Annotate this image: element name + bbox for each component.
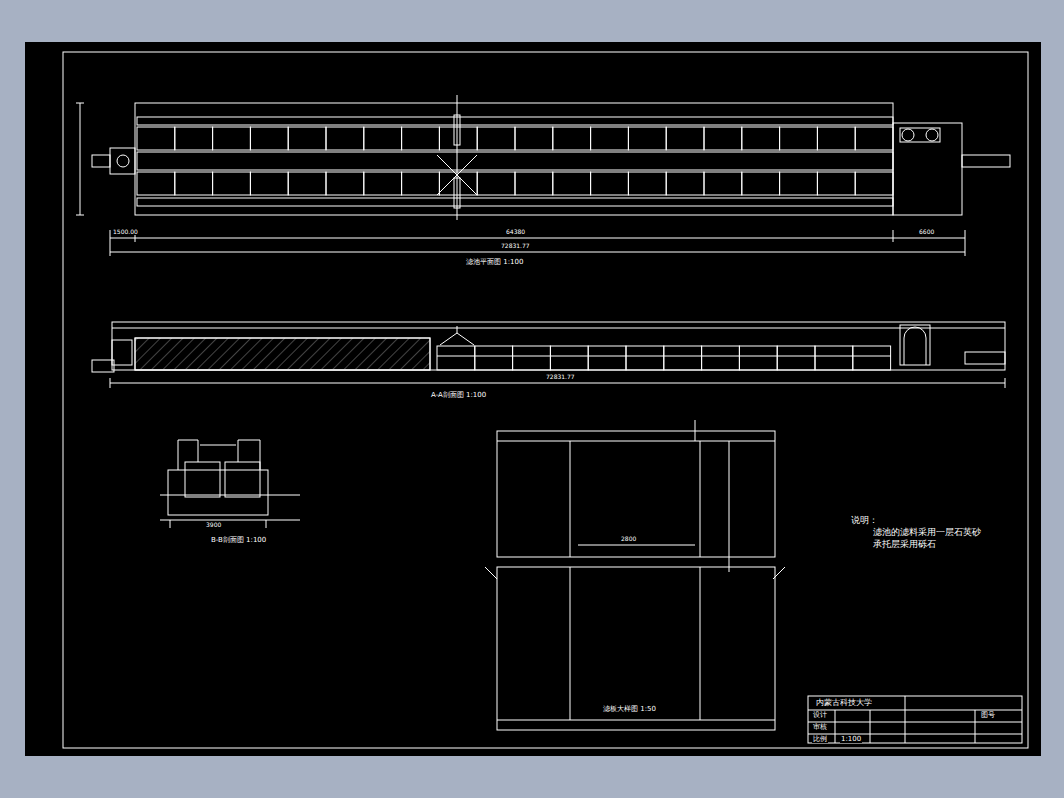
title-block-cell: 图号 bbox=[980, 712, 996, 719]
title-block-cell: 1:100 bbox=[840, 736, 862, 743]
school-name: 内蒙古科技大学 bbox=[815, 699, 873, 707]
title-block-cell: 审核 bbox=[812, 724, 828, 731]
dimension: 1500.00 bbox=[112, 229, 139, 235]
note-text: 说明： bbox=[850, 516, 879, 525]
dimension: 72831.77 bbox=[500, 243, 531, 249]
view-title: 滤板大样图 1:50 bbox=[602, 706, 657, 713]
view-title: 滤池平面图 1:100 bbox=[465, 259, 524, 266]
view-title: B-B剖面图 1:100 bbox=[210, 537, 267, 544]
dimension: 72831.77 bbox=[545, 374, 576, 380]
dimension: 64380 bbox=[505, 229, 526, 235]
note-text: 承托层采用砾石 bbox=[872, 540, 937, 549]
note-text: 滤池的滤料采用一层石英砂 bbox=[872, 528, 982, 537]
title-block-cell: 比例 bbox=[812, 736, 828, 743]
title-block-cell: 设计 bbox=[812, 712, 828, 719]
dimension: 2800 bbox=[620, 536, 637, 542]
dimension: 3900 bbox=[205, 522, 222, 528]
dimension: 6600 bbox=[918, 229, 935, 235]
view-title: A-A剖面图 1:100 bbox=[430, 392, 487, 399]
